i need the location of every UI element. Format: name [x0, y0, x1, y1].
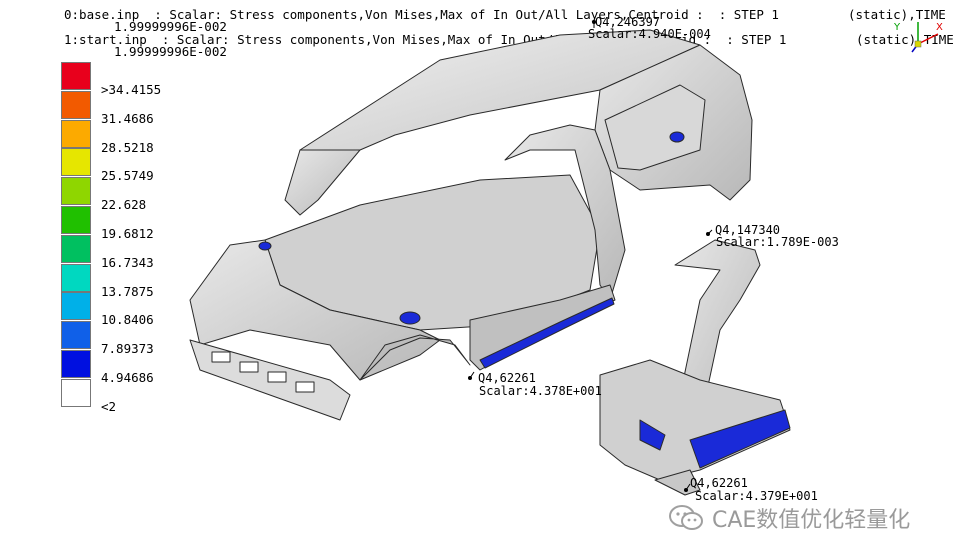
probe-3-id: Q4,62261	[478, 371, 536, 385]
legend-label: 28.5218	[101, 139, 154, 155]
legend-label: 31.4686	[101, 110, 154, 126]
watermark-text: CAE数值优化轻量化	[712, 508, 911, 533]
legend-label: 7.89373	[101, 341, 154, 357]
x-axis-label: X	[936, 22, 943, 33]
probe-2-scalar: Scalar:1.789E-003	[716, 235, 839, 249]
legend-swatch	[61, 119, 91, 148]
legend-label: <2	[101, 398, 117, 414]
legend-label: 19.6812	[101, 226, 154, 241]
header-line-1: 0:base.inp : Scalar: Stress components,V…	[64, 7, 779, 22]
legend-label: 16.7343	[101, 254, 154, 270]
probe-1-scalar: Scalar:4.940E-004	[588, 27, 711, 41]
legend-swatch	[61, 263, 91, 292]
probe-4-marker	[684, 488, 688, 492]
legend-swatch	[61, 234, 91, 263]
legend-swatch	[61, 206, 91, 234]
legend-label: 25.5749	[101, 168, 154, 184]
legend-swatch	[61, 90, 91, 119]
header-line-1-right: (static),TIME	[848, 7, 946, 22]
legend-swatch	[61, 177, 91, 206]
probe-1-marker	[592, 20, 596, 24]
legend-label: 10.8406	[101, 312, 154, 328]
legend-swatch	[61, 292, 91, 321]
legend-swatch	[61, 350, 91, 378]
legend-swatch	[61, 321, 91, 350]
probe-3-marker	[468, 376, 472, 380]
watermark: CAE数值优化轻量化	[668, 504, 911, 533]
legend-label: >34.4155	[101, 82, 162, 97]
probe-4-id: Q4,62261	[690, 476, 748, 490]
axis-triad: Y X	[892, 12, 952, 56]
probe-2-id: Q4,147340	[715, 223, 781, 237]
probe-2-marker	[706, 232, 710, 236]
legend-label: 4.94686	[101, 370, 154, 385]
wechat-icon	[669, 505, 703, 530]
header-line-1-value: 1.99999996E-002	[114, 19, 227, 34]
legend-label: 13.7875	[101, 283, 154, 299]
header-line-2-value: 1.99999996E-002	[114, 44, 227, 59]
legend-swatch	[61, 148, 91, 177]
probe-1-id: Q4,246397	[595, 15, 661, 29]
legend-swatch	[61, 378, 91, 407]
header-line-2-right: (static),TIME	[856, 32, 954, 47]
y-axis-label: Y	[894, 22, 901, 33]
legend-swatch	[61, 62, 91, 90]
legend-label: 22.628	[101, 197, 147, 213]
probe-3-scalar: Scalar:4.378E+001	[479, 384, 602, 398]
probe-4-scalar: Scalar:4.379E+001	[695, 489, 818, 503]
